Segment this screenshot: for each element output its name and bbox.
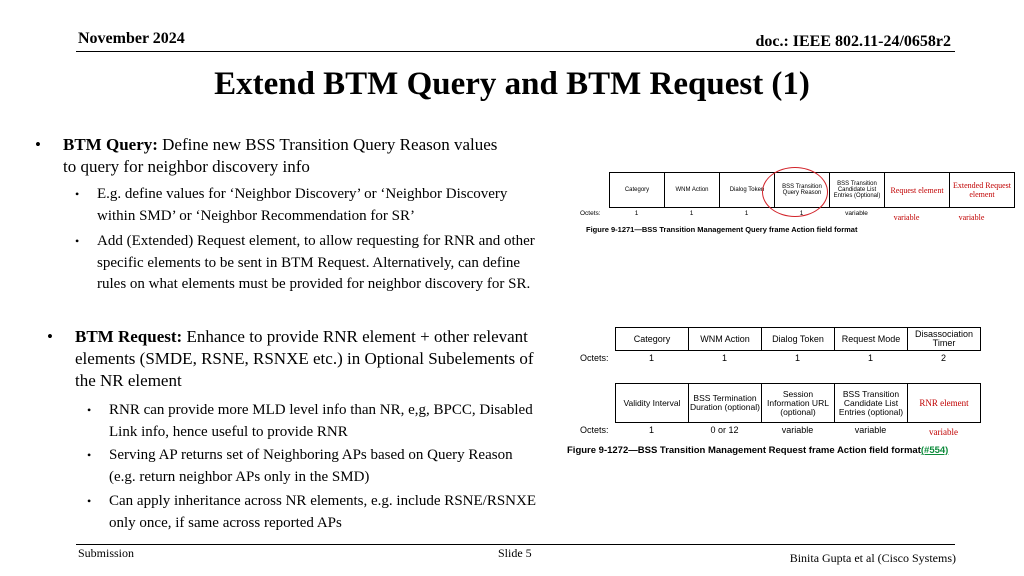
octet-value: variable (929, 427, 958, 437)
sub-bullet: • Can apply inheritance across NR elemen… (87, 491, 539, 534)
octet-value: 1 (867, 353, 873, 363)
octet-value: 2 (940, 353, 946, 363)
figure-btm-request-table-1: Category WNM Action Dialog Token Request… (615, 327, 981, 351)
field-rnr-element: RNR element (907, 383, 981, 423)
bullet-dot: • (87, 403, 92, 417)
octet-value: 1 (794, 353, 800, 363)
footer-authors: Binita Gupta et al (Cisco Systems) (789, 551, 956, 565)
figure1-octets: Octets: 1 1 1 1 variable variable variab… (580, 210, 1010, 224)
octet-value: 1 (799, 210, 804, 217)
bullet-dot: • (47, 327, 53, 346)
sub-bullet-text: E.g. define values for ‘Neighbor Discove… (97, 186, 508, 224)
octet-value: 1 (634, 210, 639, 217)
header-date: November 2024 (78, 30, 185, 47)
field-wnm-action: WNM Action (664, 172, 720, 208)
figure1-caption: Figure 9-1271—BSS Transition Management … (586, 225, 858, 234)
figure2-row2-octets: Octets: 1 0 or 12 variable variable vari… (580, 425, 990, 437)
octet-value: 1 (744, 210, 749, 217)
bullet-bold: BTM Query: (63, 135, 158, 154)
bullet-dot: • (87, 448, 92, 462)
footer-slide-number: Slide 5 (498, 546, 532, 560)
bullet-dot: • (87, 494, 92, 508)
octet-value: 1 (648, 353, 654, 363)
bullet-text: Enhance to provide RNR element + other r… (75, 327, 534, 390)
field-wnm-action: WNM Action (688, 327, 762, 351)
footer-divider (76, 544, 955, 545)
footer-submission: Submission (78, 546, 135, 560)
octets-label: Octets: (580, 353, 609, 363)
field-validity-interval: Validity Interval (615, 383, 689, 423)
octets-label: Octets: (580, 425, 609, 435)
sub-bullet: • Add (Extended) Request element, to all… (75, 231, 537, 296)
field-dialog-token: Dialog Token (761, 327, 835, 351)
sub-bullet-text: Add (Extended) Request element, to allow… (97, 233, 535, 292)
sub-bullet-text: Can apply inheritance across NR elements… (109, 493, 536, 531)
sub-bullet-text: RNR can provide more MLD level info than… (109, 402, 533, 440)
figure2-row1-octets: Octets: 1 1 1 1 2 (580, 353, 990, 365)
bullet-btm-request: • BTM Request: Enhance to provide RNR el… (47, 326, 545, 392)
octet-value: 0 or 12 (710, 425, 739, 435)
slide-title: Extend BTM Query and BTM Request (1) (214, 66, 810, 102)
field-extended-request-element: Extended Request element (949, 172, 1015, 208)
bullet-btm-query: • BTM Query: Define new BSS Transition Q… (35, 134, 513, 178)
header-divider (76, 51, 955, 52)
octet-value: variable (958, 213, 985, 222)
bullet-dot: • (75, 187, 80, 201)
octet-value: variable (854, 425, 887, 435)
octet-value: 1 (689, 210, 694, 217)
octet-value: variable (893, 213, 920, 222)
figure2-caption-link[interactable]: (#554) (920, 445, 949, 456)
octets-label: Octets: (580, 210, 601, 217)
figure-btm-request-table-2: Validity Interval BSS Termination Durati… (615, 383, 981, 423)
figure2-caption: Figure 9-1272—BSS Transition Management … (567, 445, 948, 456)
field-session-info-url: Session Information URL (optional) (761, 383, 835, 423)
header-doc-id: doc.: IEEE 802.11-24/0658r2 (755, 33, 951, 50)
bullet-dot: • (75, 234, 80, 248)
bullet-dot: • (35, 135, 41, 154)
sub-bullet: • Serving AP returns set of Neighboring … (87, 445, 539, 488)
bullet-bold: BTM Request: (75, 327, 183, 346)
field-bss-termination-duration: BSS Termination Duration (optional) (688, 383, 762, 423)
field-request-mode: Request Mode (834, 327, 908, 351)
octet-value: variable (781, 425, 814, 435)
octet-value: variable (845, 210, 868, 217)
highlight-circle (762, 167, 828, 217)
field-disassociation-timer: Disassociation Timer (907, 327, 981, 351)
sub-bullet-text: Serving AP returns set of Neighboring AP… (109, 447, 513, 485)
sub-bullet: • RNR can provide more MLD level info th… (87, 400, 539, 443)
field-category: Category (615, 327, 689, 351)
figure2-caption-text: Figure 9-1272—BSS Transition Management … (567, 445, 921, 456)
bullet-text: Define new BSS Transition Query Reason v… (63, 135, 498, 176)
field-candidate-list: BSS Transition Candidate List Entries (O… (829, 172, 885, 208)
octet-value: 1 (721, 353, 727, 363)
field-category: Category (609, 172, 665, 208)
field-candidate-list: BSS Transition Candidate List Entries (o… (834, 383, 908, 423)
field-request-element: Request element (884, 172, 950, 208)
octet-value: 1 (648, 425, 654, 435)
sub-bullet: • E.g. define values for ‘Neighbor Disco… (75, 184, 547, 227)
